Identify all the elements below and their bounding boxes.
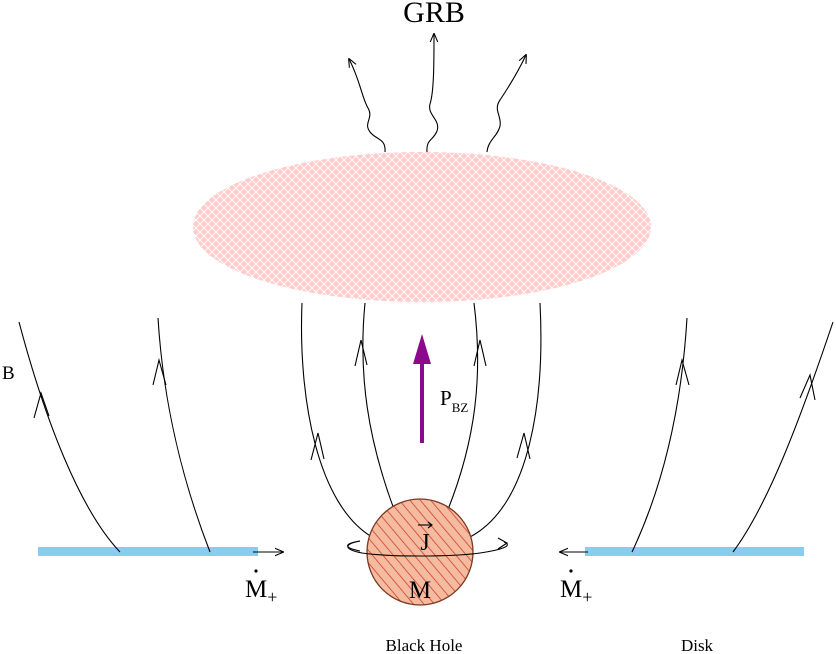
rotation-arrow-head [497, 537, 509, 550]
black-hole-caption: Black Hole [386, 636, 463, 654]
field-line-inner-left [157, 317, 211, 553]
emission-arrow-right [486, 55, 526, 153]
angular-momentum-label: J [420, 530, 429, 556]
emission-arrow-center [426, 34, 438, 153]
field-line-arrowheads [33, 339, 816, 461]
angular-momentum-vector-tip [427, 521, 433, 529]
mass-label: M [409, 577, 431, 604]
field-line-outer-left [18, 321, 121, 553]
p-bz-arrow-head [413, 334, 431, 364]
mdot-dot-right [569, 569, 573, 573]
mdot-label-right: M+ [560, 576, 592, 607]
field-line-inner-right [631, 317, 688, 553]
disk-left [38, 547, 258, 556]
disk-caption: Disk [681, 636, 714, 654]
field-line-bh-outer-left [300, 302, 373, 538]
field-line-bh-inner-left [362, 302, 396, 513]
field-line-bh-outer-right [469, 302, 542, 538]
field-line-bh-inner-right [446, 302, 479, 513]
grb-label: GRB [403, 0, 465, 29]
rotation-ring-front [347, 540, 508, 557]
field-line-outer-right [732, 321, 834, 553]
b-field-label: B [2, 363, 15, 384]
disk-right [585, 547, 804, 556]
mdot-dot-left [254, 569, 258, 573]
p-bz-label: PBZ [440, 386, 468, 415]
mdot-label-left: M+ [245, 576, 277, 607]
fireball-ellipse [193, 152, 651, 302]
emission-arrow-left [349, 59, 386, 153]
black-hole [366, 498, 474, 606]
